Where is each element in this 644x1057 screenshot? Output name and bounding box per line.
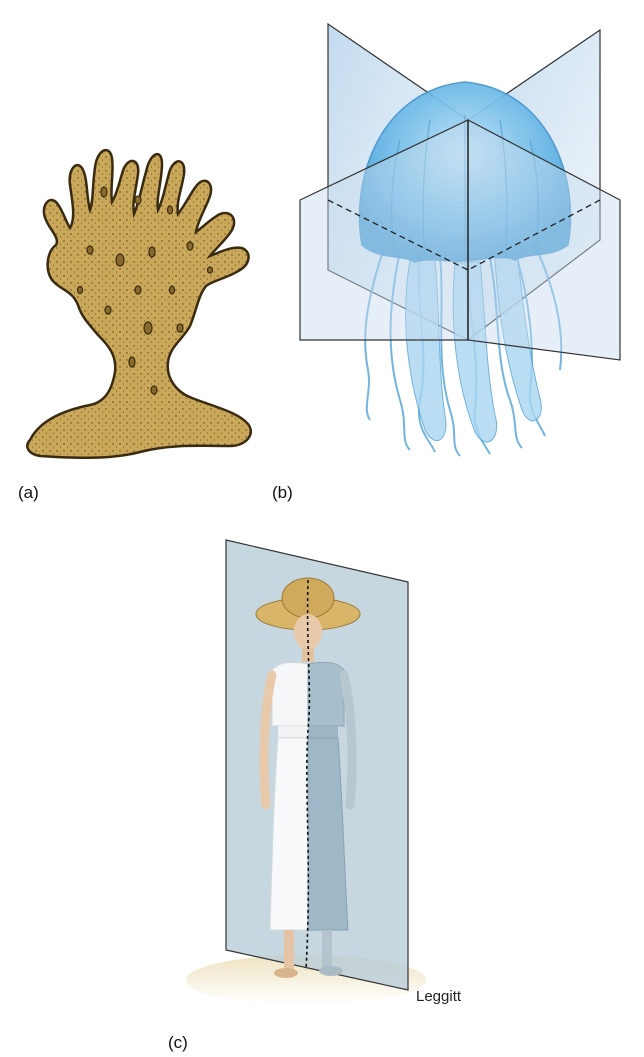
panel-b-jellyfish xyxy=(290,20,630,460)
panel-c-label: (c) xyxy=(168,1033,188,1053)
panel-c-person xyxy=(186,530,476,1020)
panel-b-label: (b) xyxy=(272,483,293,503)
person-illustration xyxy=(186,530,476,1020)
jellyfish-illustration xyxy=(290,20,630,460)
sponge-illustration xyxy=(20,140,260,470)
panel-a-sponge xyxy=(20,140,260,470)
artist-signature: Leggitt xyxy=(416,988,461,1005)
panel-a-label: (a) xyxy=(18,483,39,503)
